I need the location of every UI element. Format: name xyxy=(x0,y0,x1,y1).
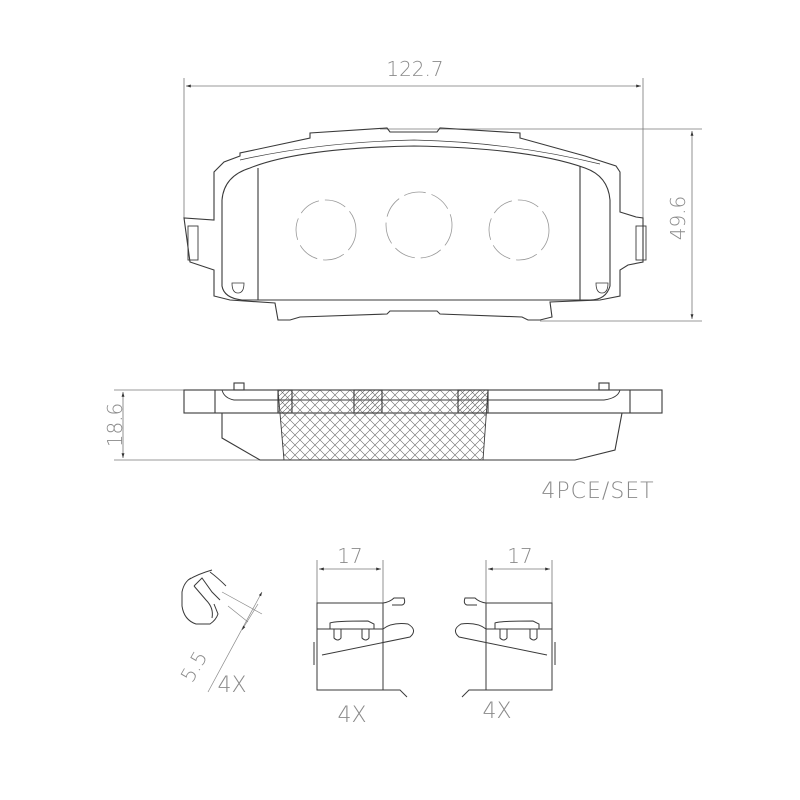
small-clip xyxy=(181,569,263,693)
left-clip-width-label: 17 xyxy=(337,544,362,568)
right-clip-quantity-label: 4X xyxy=(482,699,511,724)
small-clip-dimension-label: 5.5 xyxy=(176,647,213,687)
small-clip-quantity-label: 4X xyxy=(217,673,246,698)
right-clip xyxy=(455,560,556,698)
left-clip-quantity-label: 4X xyxy=(337,703,366,728)
side-view xyxy=(114,382,663,461)
backing-plate-outline xyxy=(183,127,644,321)
piston-circle-2 xyxy=(385,191,453,259)
quantity-per-set-label: 4PCE/SET xyxy=(541,479,654,504)
front-view xyxy=(183,78,702,322)
width-dimension xyxy=(183,78,644,218)
piston-circle-1 xyxy=(295,199,357,261)
height-dimension xyxy=(380,128,702,322)
left-tab xyxy=(187,225,199,261)
height-dimension-label: 49.6 xyxy=(666,196,690,241)
piston-circle-3 xyxy=(488,199,550,261)
friction-block-outline xyxy=(221,145,611,301)
thickness-dimension xyxy=(114,389,290,461)
left-clip xyxy=(313,560,414,698)
width-dimension-label: 122.7 xyxy=(386,57,443,81)
right-clip-width-label: 17 xyxy=(507,544,532,568)
right-tab xyxy=(635,225,647,261)
thickness-dimension-label: 18.6 xyxy=(103,403,127,448)
